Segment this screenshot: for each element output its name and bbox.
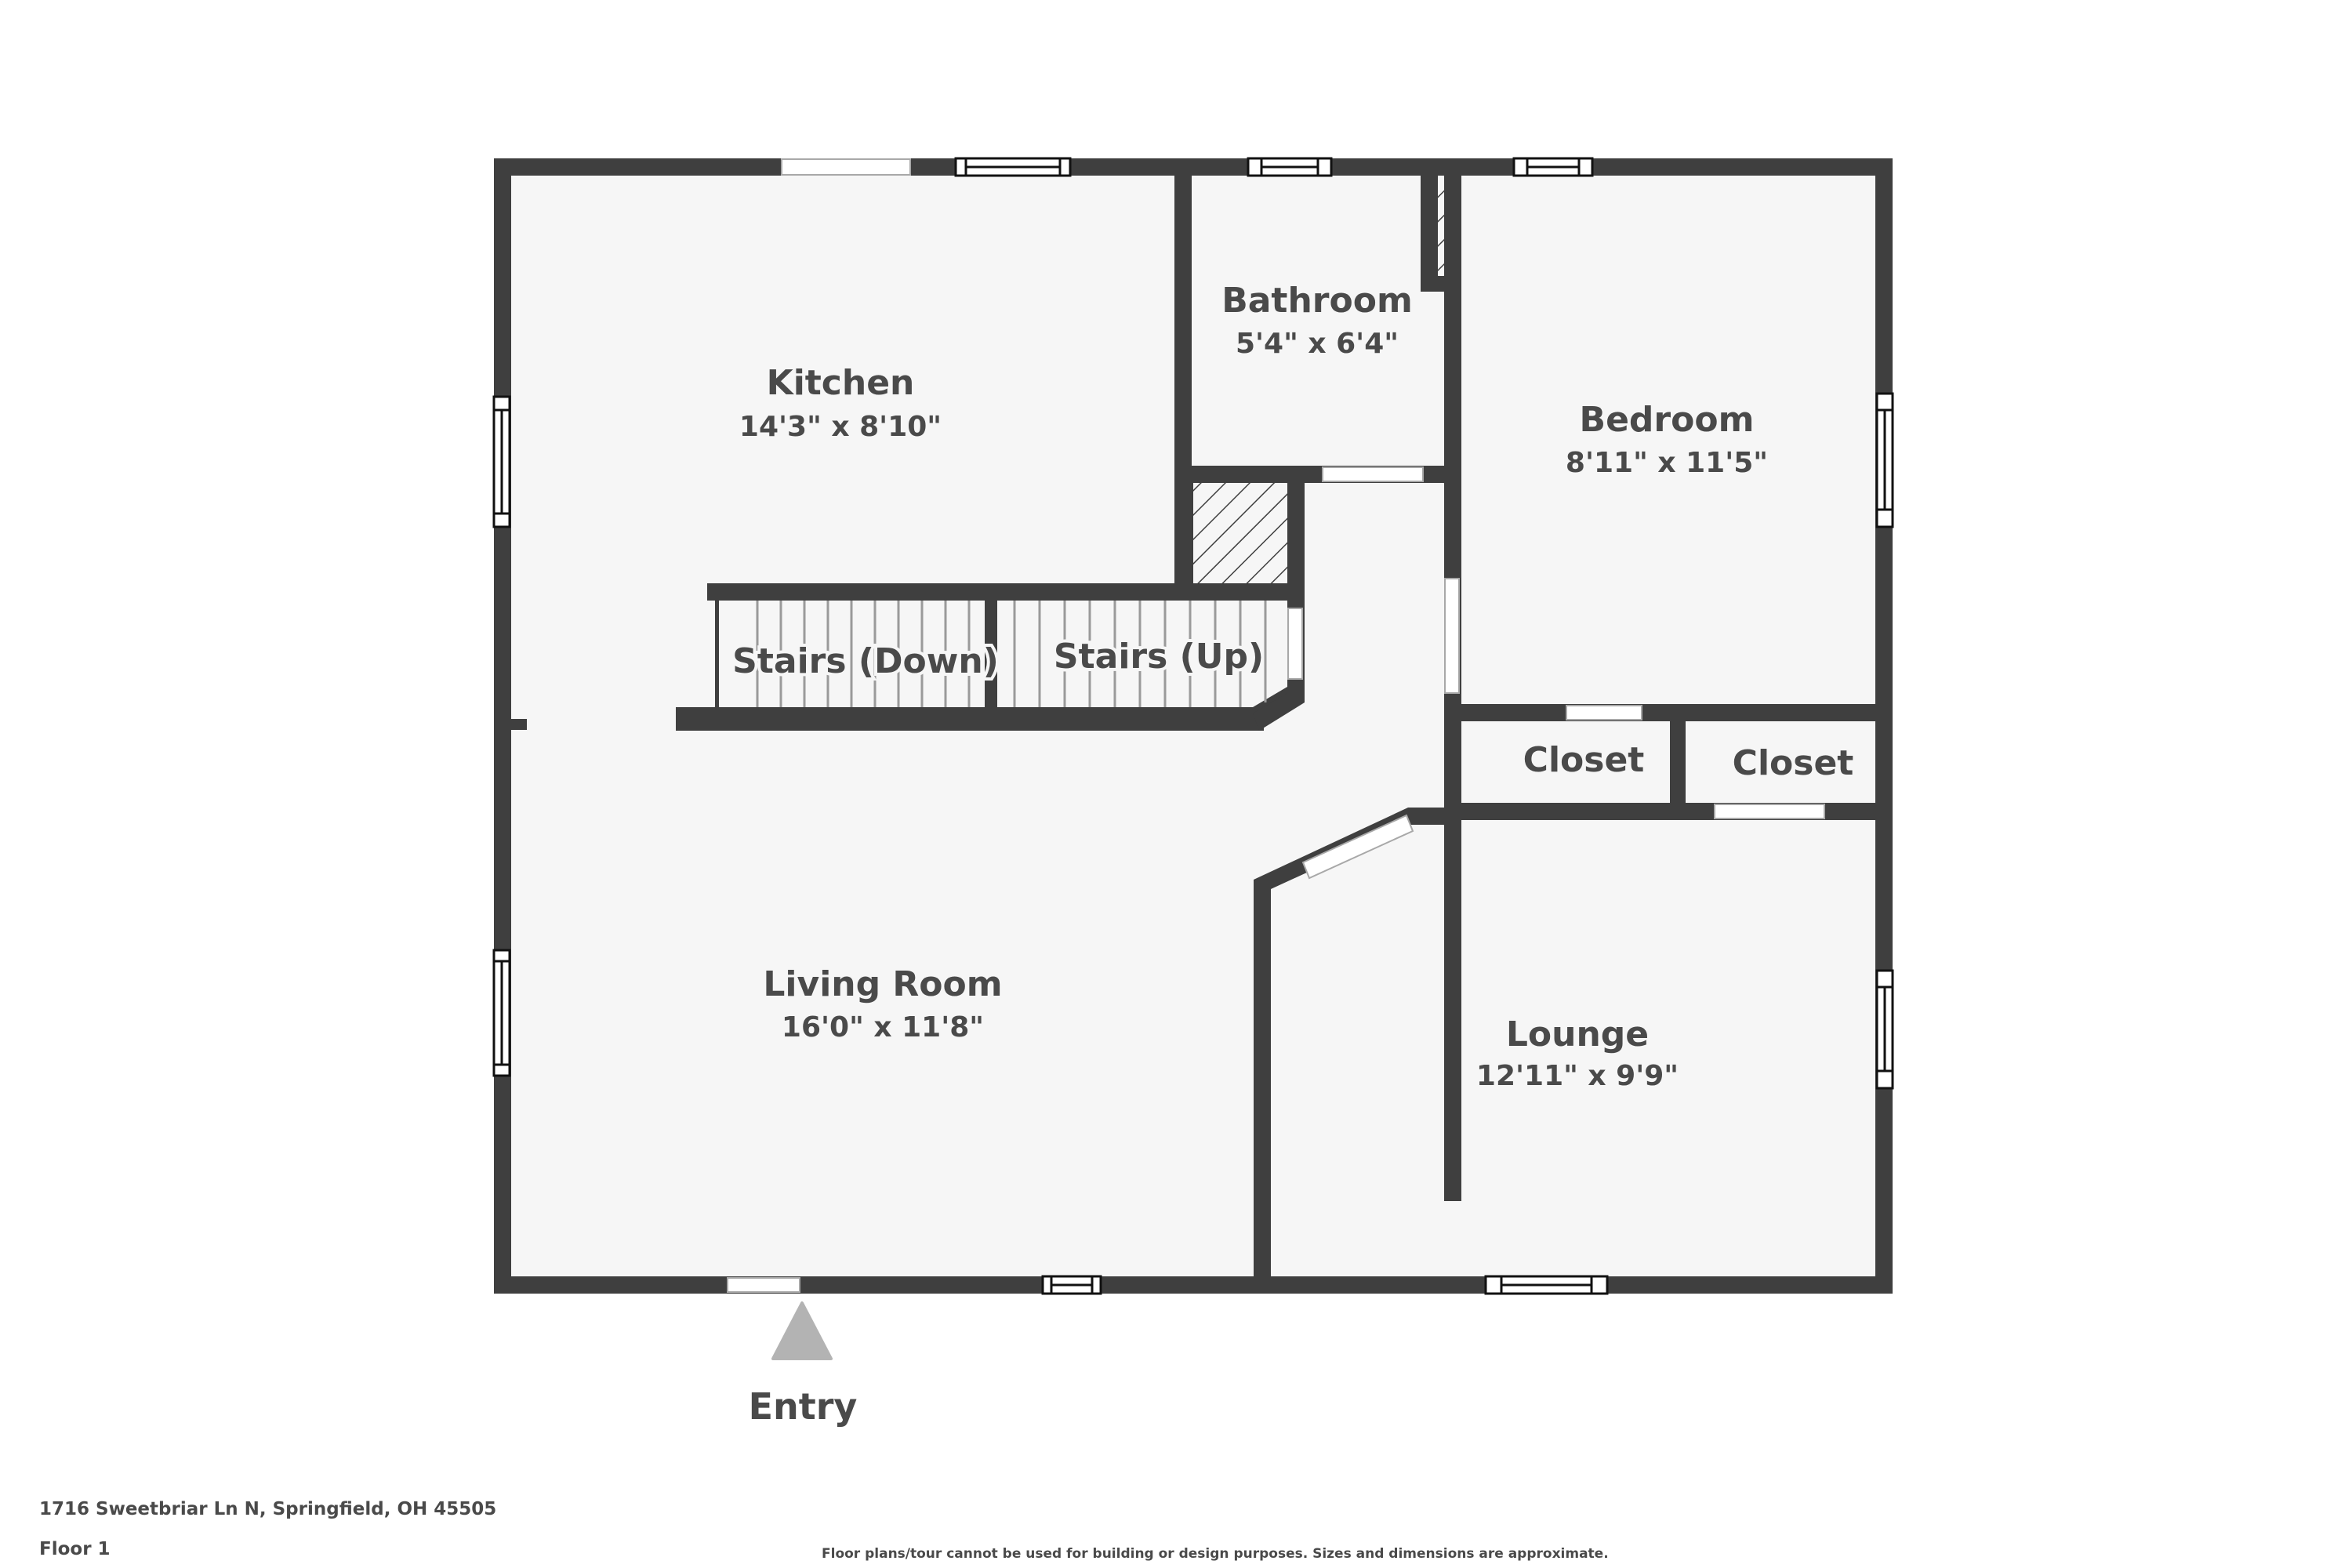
room-name: Bathroom (1221, 281, 1413, 321)
room-name: Bedroom (1580, 400, 1755, 440)
room-label-living-room: Living Room 16'0" x 11'8" (760, 961, 1005, 1047)
window-living-bottom (1041, 1275, 1102, 1295)
window-living-left (492, 949, 511, 1077)
room-dimensions: 5'4" x 6'4" (1236, 328, 1399, 360)
room-dimensions: 16'0" x 11'8" (782, 1011, 984, 1044)
room-label-closet-1: Closet (1520, 737, 1648, 783)
room-label-bathroom: Bathroom 5'4" x 6'4" (1218, 278, 1416, 363)
window-kitchen-left (492, 395, 511, 528)
room-label-closet-2: Closet (1730, 740, 1857, 786)
room-name: Stairs (Down) (732, 641, 999, 681)
room-name: Closet (1523, 740, 1645, 780)
windows (492, 157, 1894, 1295)
entry-marker: Entry (749, 1301, 858, 1428)
triangle-up-icon (771, 1301, 833, 1360)
room-name: Living Room (763, 964, 1002, 1004)
room-label-bedroom: Bedroom 8'11" x 11'5" (1563, 397, 1771, 482)
door-openings (727, 158, 1825, 1293)
entry-door (727, 1277, 800, 1293)
hallway-bedroom-opening (1444, 578, 1460, 694)
room-name: Closet (1733, 743, 1854, 783)
kitchen-top-opening (781, 158, 911, 176)
entry-label: Entry (749, 1385, 858, 1428)
floor-label: Floor 1 (39, 1539, 111, 1559)
window-bathroom-top (1247, 157, 1333, 177)
window-kitchen-top (954, 157, 1072, 177)
disclaimer-text: Floor plans/tour cannot be used for buil… (822, 1546, 1609, 1562)
room-name: Kitchen (767, 363, 915, 403)
window-bedroom-right (1875, 392, 1894, 528)
property-address: 1716 Sweetbriar Ln N, Springfield, OH 45… (39, 1499, 497, 1519)
closet-1-door (1566, 705, 1642, 720)
room-label-kitchen: Kitchen 14'3" x 8'10" (736, 360, 945, 446)
room-dimensions: 12'11" x 9'9" (1476, 1060, 1679, 1092)
stairs-up-side-opening (1287, 608, 1303, 680)
lounge-door (1301, 814, 1414, 880)
room-dimensions: 8'11" x 11'5" (1566, 447, 1768, 479)
window-lounge-right (1875, 969, 1894, 1090)
bathroom-door (1322, 466, 1424, 482)
room-label-stairs-down: Stairs (Down) (729, 638, 1002, 684)
closet-2-door (1714, 804, 1825, 819)
room-name: Stairs (Up) (1054, 637, 1264, 677)
room-dimensions: 14'3" x 8'10" (739, 411, 942, 443)
stairs-up-treads (1013, 601, 1267, 707)
room-label-lounge: Lounge 12'11" x 9'9" (1473, 1011, 1682, 1095)
stairs-down-treads (756, 601, 971, 707)
window-lounge-bottom (1484, 1275, 1609, 1295)
room-name: Lounge (1506, 1014, 1649, 1054)
window-bedroom-top (1512, 157, 1594, 177)
room-label-stairs-up: Stairs (Up) (1051, 633, 1267, 680)
